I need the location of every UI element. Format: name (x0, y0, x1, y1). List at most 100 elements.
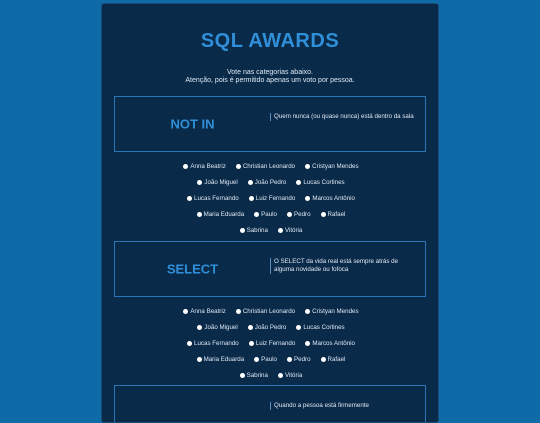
vote-option[interactable]: João Miguel (197, 179, 238, 186)
options-row: Lucas Fernando Luiz Fernando Marcos Antôni… (102, 335, 438, 351)
vote-option[interactable]: Anna Beatriz (183, 307, 226, 315)
vote-option[interactable]: Cristyan Mendes (305, 307, 359, 315)
option-label: Sabrina (246, 226, 268, 234)
radio-button[interactable] (277, 227, 283, 233)
vote-option[interactable]: Rafael (320, 210, 346, 218)
radio-button[interactable] (305, 340, 311, 346)
vote-option[interactable]: Luiz Fernando (248, 195, 295, 202)
radio-button[interactable] (320, 211, 326, 217)
radio-button[interactable] (183, 308, 189, 314)
vote-options: Anna Beatriz Christian Leonardo Cristyan M… (102, 158, 438, 238)
option-label: Pedro (294, 210, 311, 218)
vote-option[interactable]: Luiz Fernando (248, 339, 296, 347)
category-description: Quando a pessoa está firmemente (270, 402, 414, 410)
option-label: Vitória (284, 226, 303, 234)
vote-option[interactable]: João Pedro (247, 178, 287, 186)
option-label: Christian Leonardo (242, 162, 296, 170)
radio-button[interactable] (235, 308, 241, 314)
vote-option[interactable]: Pedro (287, 356, 311, 363)
radio-button[interactable] (247, 324, 253, 330)
radio-button[interactable] (196, 211, 202, 217)
category-description: Quem nunca (ou quase nunca) está dentro … (270, 113, 414, 121)
radio-button[interactable] (197, 324, 203, 330)
vote-option[interactable]: Christian Leonardo (235, 307, 296, 315)
vote-option[interactable]: Paulo (254, 356, 277, 363)
vote-option[interactable]: Anna Beatriz (183, 162, 226, 170)
vote-option[interactable]: Rafael (320, 355, 346, 363)
vote-option[interactable]: Lucas Cortines (296, 178, 345, 186)
option-label: Luiz Fernando (255, 339, 296, 347)
option-label: Anna Beatriz (190, 307, 226, 315)
radio-button[interactable] (305, 195, 311, 201)
option-label: Sabrina (246, 371, 268, 379)
radio-button[interactable] (254, 211, 260, 217)
radio-button[interactable] (254, 356, 260, 362)
vote-option[interactable]: Lucas Cortines (296, 324, 345, 331)
radio-button[interactable] (305, 308, 311, 314)
category-box: SELECT O SELECT da vida real está sempre… (114, 241, 426, 297)
vote-option[interactable]: João Pedro (247, 324, 286, 331)
option-label: Rafael (327, 210, 346, 218)
radio-button[interactable] (305, 163, 311, 169)
options-row: Maria Eduarda Paulo Pedro Rafael (102, 351, 438, 367)
options-row: Anna Beatriz Christian Leonardo Cristyan M… (102, 158, 438, 174)
option-label: João Pedro (254, 178, 287, 186)
radio-button[interactable] (287, 211, 292, 217)
vote-option[interactable]: Cristyan Mendes (305, 163, 359, 170)
option-label: Lucas Fernando (194, 339, 239, 347)
option-label: Maria Eduarda (203, 355, 245, 363)
vote-options: Anna Beatriz Christian Leonardo Cristyan M… (102, 303, 438, 383)
category-box: NOT IN Quem nunca (ou quase nunca) está … (114, 96, 426, 152)
vote-option[interactable]: João Miguel (197, 324, 238, 331)
radio-button[interactable] (235, 163, 241, 169)
radio-button[interactable] (277, 372, 283, 378)
vote-option[interactable]: Vitória (277, 226, 303, 234)
option-label: Maria Eduarda (203, 210, 245, 218)
category-box: Quando a pessoa está firmemente (114, 385, 426, 422)
options-row: Maria Eduarda Paulo Pedro Rafael (102, 206, 438, 222)
vote-option[interactable]: Sabrina (239, 371, 268, 379)
vote-option[interactable]: Lucas Fernando (187, 195, 239, 202)
radio-button[interactable] (187, 195, 193, 201)
option-label: Lucas Cortines (303, 178, 345, 186)
vote-option[interactable]: Pedro (287, 211, 311, 218)
options-row: Sabrina Vitória (102, 222, 438, 238)
vote-option[interactable]: Paulo (254, 211, 277, 218)
vote-option[interactable]: Marcos Antônio (305, 340, 355, 347)
option-label: Paulo (261, 355, 277, 363)
vote-option[interactable]: Christian Leonardo (235, 162, 296, 170)
options-row: João Miguel João Pedro Lucas Cortines (102, 174, 438, 190)
option-label: Anna Beatriz (190, 162, 226, 170)
option-label: Marcos Antônio (312, 339, 355, 347)
radio-button[interactable] (196, 356, 202, 362)
option-label: Rafael (327, 355, 346, 363)
intro-line-2: Atenção, pois é permitido apenas um voto… (185, 77, 355, 84)
radio-button[interactable] (183, 163, 189, 169)
vote-option[interactable]: Sabrina (239, 226, 268, 234)
radio-button[interactable] (239, 372, 245, 378)
radio-button[interactable] (187, 340, 193, 346)
radio-button[interactable] (296, 324, 302, 330)
options-row: Lucas Fernando Luiz Fernando Marcos Antôni… (102, 190, 438, 206)
vote-option[interactable]: Lucas Fernando (187, 340, 239, 347)
radio-button[interactable] (247, 179, 253, 185)
radio-button[interactable] (296, 179, 302, 185)
radio-button[interactable] (248, 195, 254, 201)
radio-button[interactable] (239, 227, 245, 233)
option-label: Cristyan Mendes (312, 307, 359, 315)
option-label: Paulo (261, 210, 277, 218)
options-row: Sabrina Vitória (102, 367, 438, 383)
radio-button[interactable] (248, 340, 254, 346)
vote-option[interactable]: Vitória (277, 372, 302, 379)
category-description: O SELECT da vida real está sempre atrás … (270, 258, 414, 274)
radio-button[interactable] (287, 356, 292, 362)
vote-option[interactable]: Marcos Antônio (305, 195, 355, 202)
radio-button[interactable] (197, 179, 203, 185)
vote-option[interactable]: Maria Eduarda (196, 210, 245, 218)
intro-text: Vote nas categorias abaixo. Atenção, poi… (102, 69, 438, 85)
page-title: SQL AWARDS (200, 30, 340, 52)
vote-option[interactable]: Maria Eduarda (196, 355, 245, 363)
options-row: João Miguel João Pedro Lucas Cortines (102, 319, 438, 335)
radio-button[interactable] (320, 356, 326, 362)
option-label: Christian Leonardo (242, 307, 296, 315)
